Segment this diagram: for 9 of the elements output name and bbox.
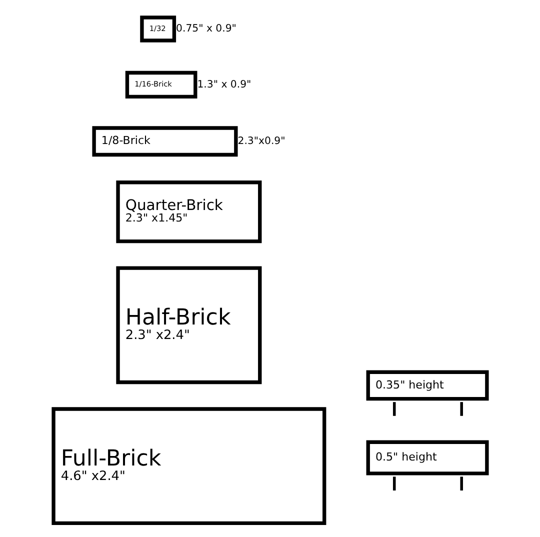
node-box: 1/16-Brick [125,70,198,99]
node-label: 1.3" x 0.9" [197,79,252,90]
node-box: Quarter-Brick 2.3" x1.45" [116,180,262,244]
node-box: 1/8-Brick [92,126,238,157]
node-box: Full-Brick 4.6" x2.4" [52,407,326,526]
node-box: Half-Brick 2.3" x2.4" [116,266,262,384]
node-box: 1/32 [140,16,176,42]
node-label: 2.3"x0.9" [238,136,286,147]
node-label: 0.75" x 0.9" [176,24,236,35]
